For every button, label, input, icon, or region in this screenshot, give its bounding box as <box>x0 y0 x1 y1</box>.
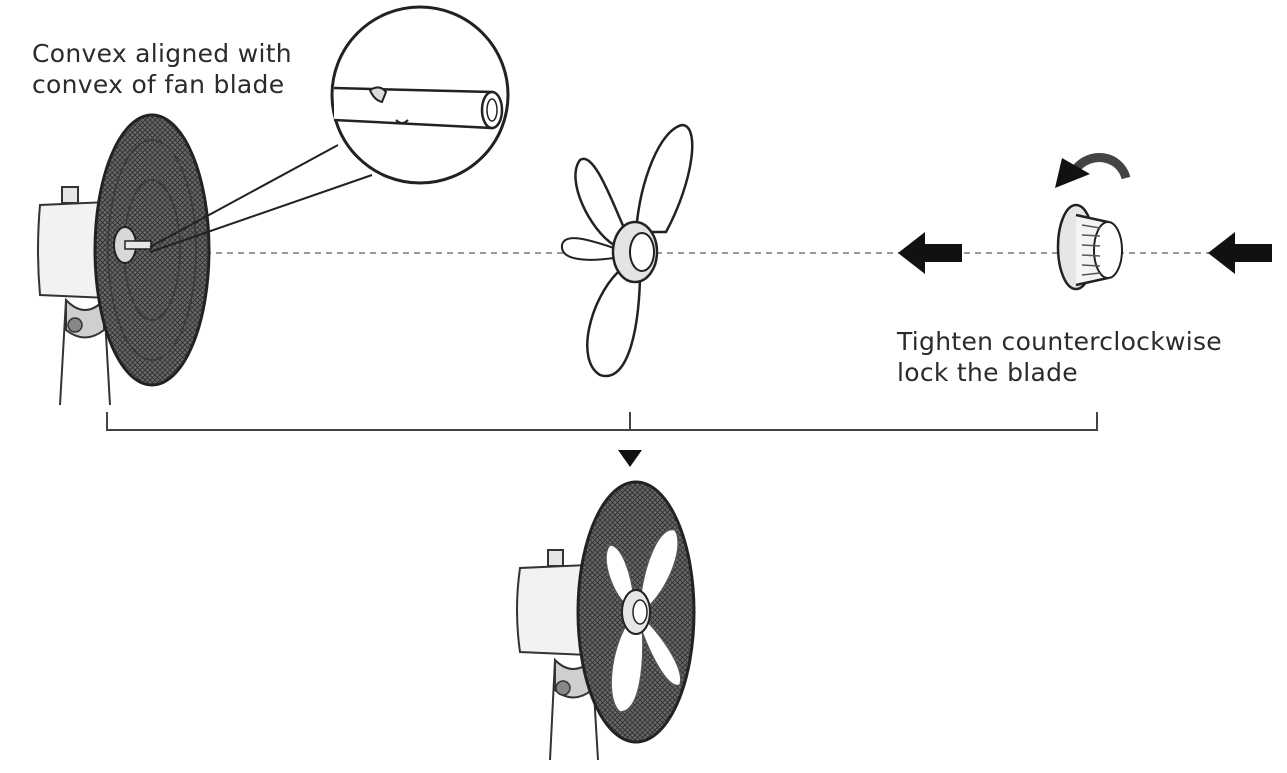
assembled-fan-icon <box>516 480 696 761</box>
fan-blade-icon <box>560 123 694 378</box>
counterclockwise-arrow-icon <box>1055 153 1131 188</box>
tighten-note-line-1: Tighten counterclockwise <box>897 327 1222 356</box>
tighten-instruction-note: Tighten counterclockwise lock the blade <box>897 326 1222 388</box>
assembly-bracket <box>106 412 1098 431</box>
down-triangle-icon <box>618 450 642 467</box>
push-arrow-icon <box>1208 232 1272 274</box>
push-arrow-icon <box>898 232 962 274</box>
tighten-note-line-2: lock the blade <box>897 358 1078 387</box>
spinner-cap-icon <box>1056 203 1123 291</box>
convex-note-line-1: Convex aligned with <box>32 39 292 68</box>
convex-note-line-2: convex of fan blade <box>32 70 285 99</box>
fan-motor-with-rear-guard <box>37 113 211 406</box>
magnified-shaft-icon <box>149 5 510 253</box>
convex-alignment-note: Convex aligned with convex of fan blade <box>32 38 292 100</box>
